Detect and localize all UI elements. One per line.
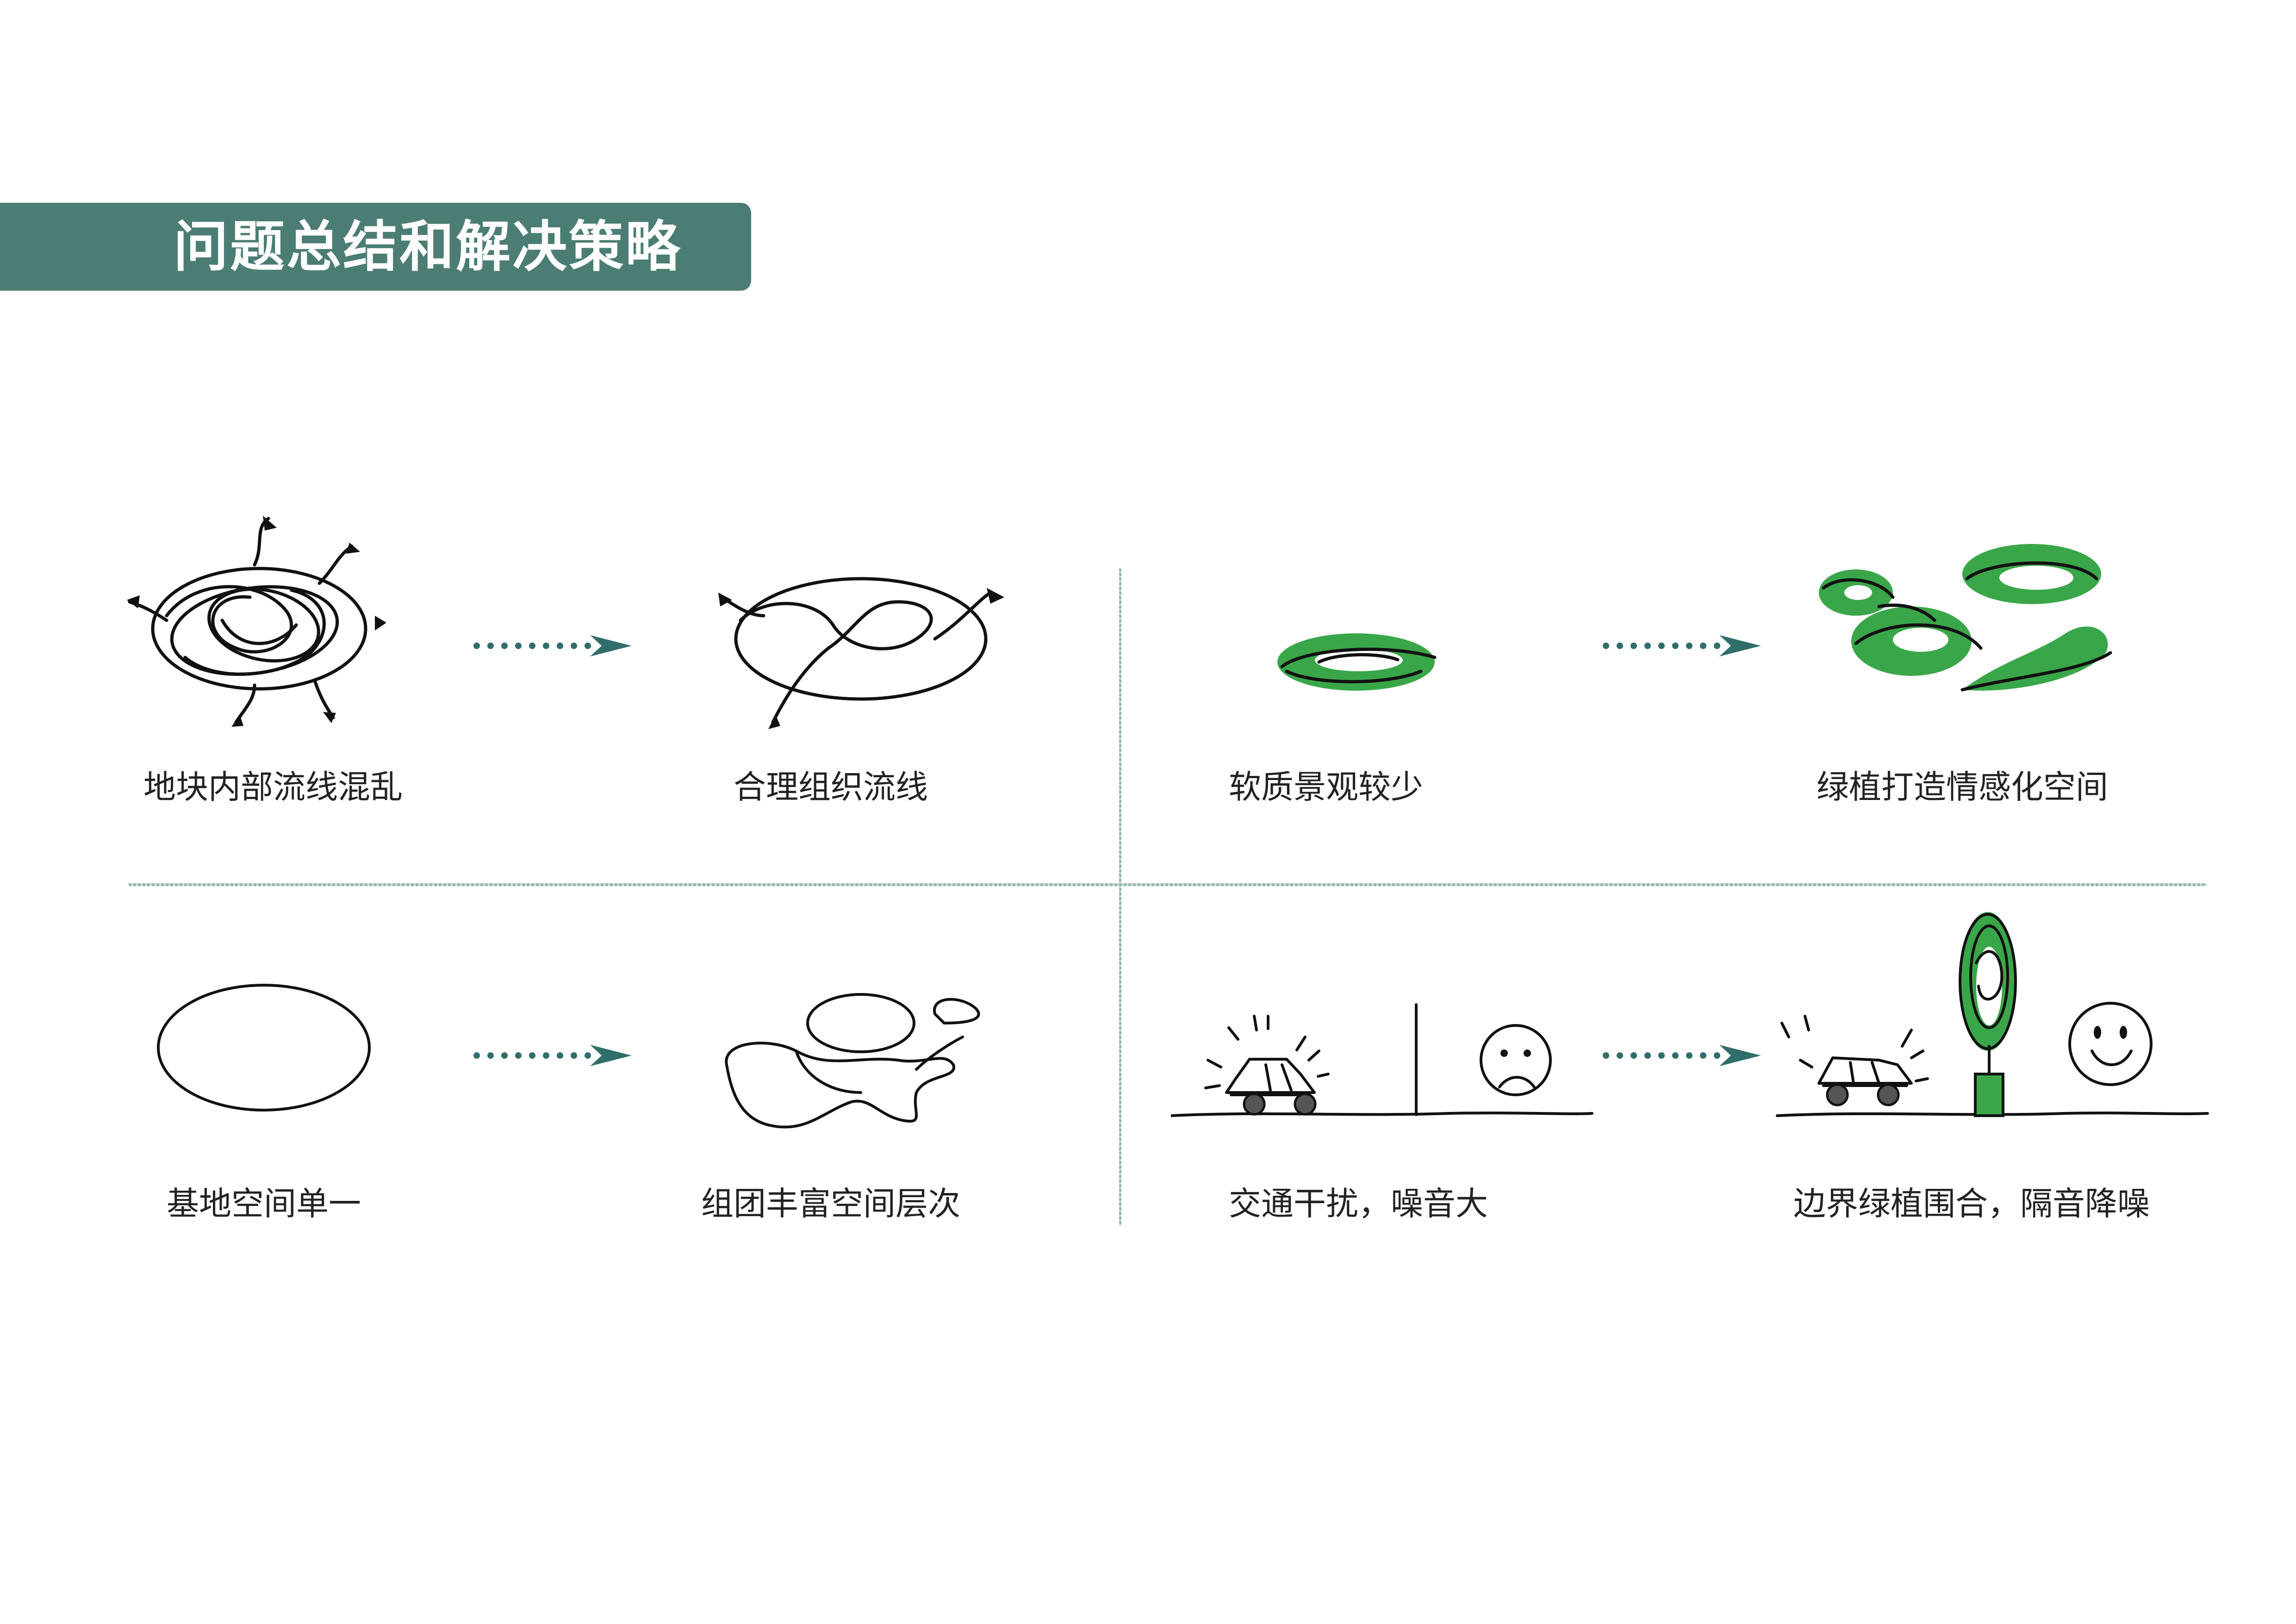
green-patches-icon <box>1819 544 2112 692</box>
solution-caption-2: 绿植打造情感化空间 <box>1817 768 2108 806</box>
problem-caption-2: 软质景观较少 <box>1229 768 1423 806</box>
vertical-divider <box>1119 568 1121 1226</box>
page-title: 问题总结和解决策略 <box>174 214 682 279</box>
arrow-right-icon <box>473 635 632 656</box>
tangled-paths-icon <box>127 516 386 727</box>
solution-caption-3: 组团丰富空间层次 <box>701 1185 960 1223</box>
title-banner: 问题总结和解决策略 <box>0 203 751 291</box>
problem-caption-4: 交通干扰，噪音大 <box>1229 1185 1488 1223</box>
arrow-right-icon <box>1603 635 1761 656</box>
car-noise-wall-sad-icon <box>1171 1003 1593 1117</box>
single-oval-icon <box>157 984 371 1112</box>
car-tree-happy-icon <box>1776 912 2209 1117</box>
arrow-right-icon <box>473 1045 632 1066</box>
clustered-shapes-icon <box>725 993 980 1129</box>
solution-caption-4: 边界绿植围合，隔音降噪 <box>1793 1185 2150 1223</box>
problem-caption-1: 地块内部流线混乱 <box>143 768 403 806</box>
organized-paths-icon <box>718 577 1004 729</box>
solution-caption-1: 合理组织流线 <box>734 768 928 806</box>
problem-caption-3: 基地空间单一 <box>167 1185 361 1223</box>
small-green-patch-icon <box>1277 633 1437 691</box>
arrow-right-icon <box>1603 1045 1761 1066</box>
horizontal-divider <box>129 883 2207 886</box>
